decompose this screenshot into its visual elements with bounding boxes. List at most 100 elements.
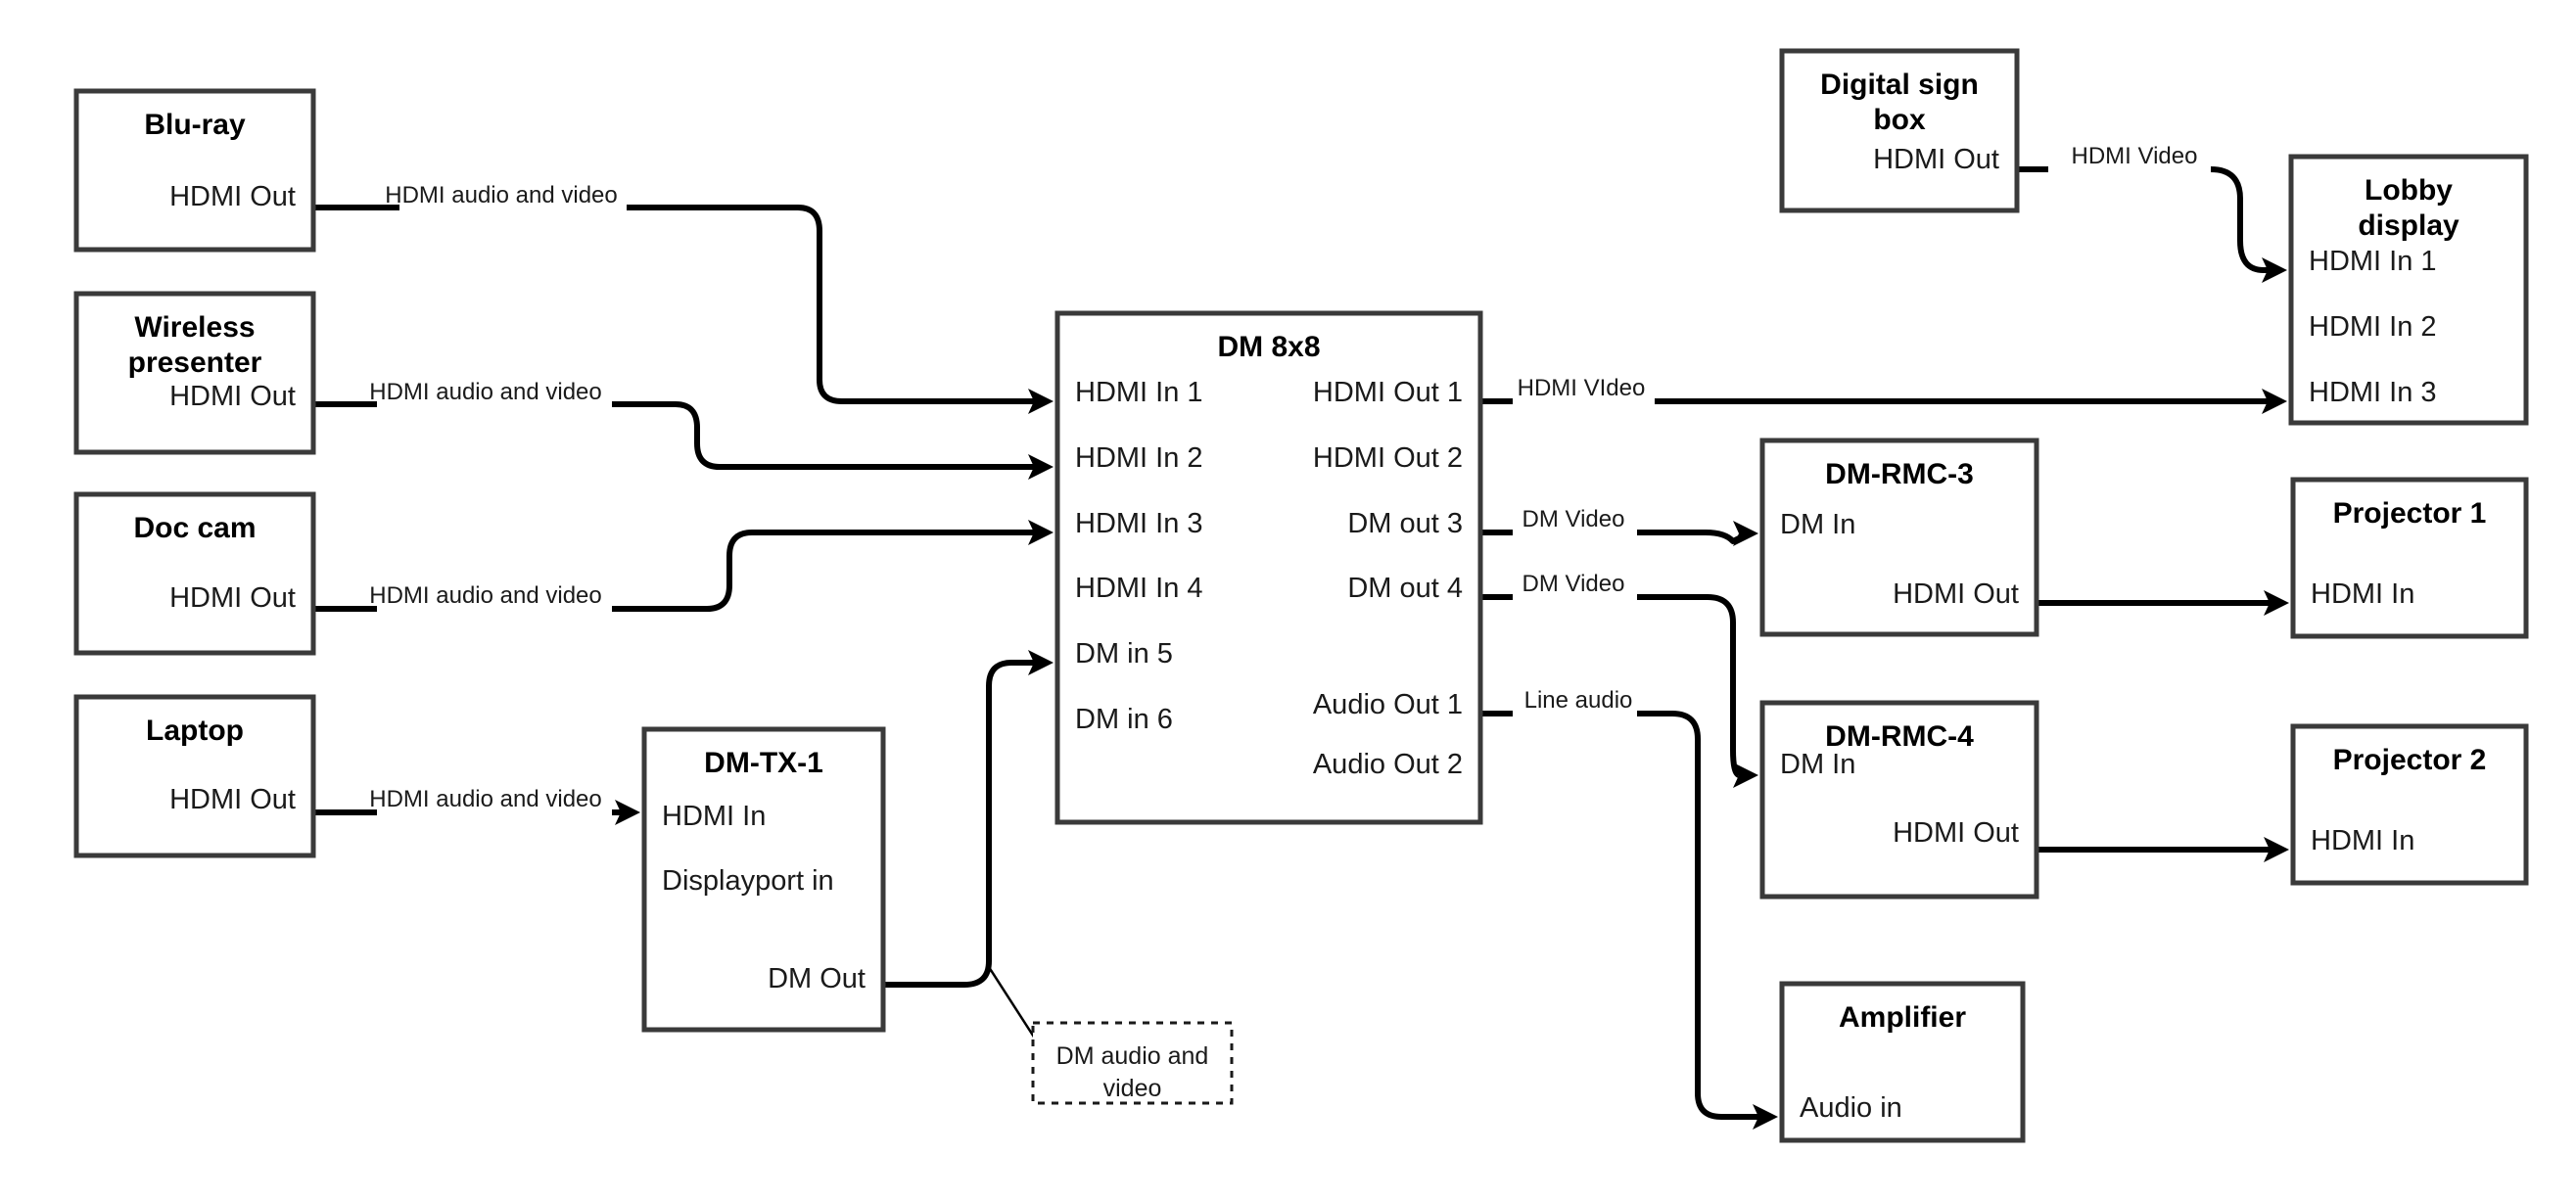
link-wireless-to-hdmi-in-2 [315,401,1054,480]
port-digitalsign-hdmi-out[interactable]: HDMI Out [1873,144,1999,175]
port-doccam-hdmi-out[interactable]: HDMI Out [169,582,296,614]
link-label-dm-out-4-to-rmc4-dm-in: DM Video [1522,571,1625,597]
node-title-laptop: Laptop [146,715,244,747]
wire-path [1482,711,1768,1120]
port-rmc3-hdmi-out[interactable]: HDMI Out [1893,578,2019,610]
node-box-digitalsign[interactable] [1779,48,2020,213]
port-dm8x8-dm-in-5[interactable]: DM in 5 [1075,638,1173,670]
node-title-dmtx1: DM-TX-1 [704,747,823,779]
link-label-bluray-to-hdmi-in-1: HDMI audio and video [385,182,617,208]
node-title-wireless: presenter [128,346,262,379]
wire-path [885,660,1044,988]
node-box-laptop[interactable] [73,694,316,858]
node-rmc4[interactable]: DM-RMC-4DM In HDMI Out [1759,700,2039,900]
port-lobby-hdmi-in-3[interactable]: HDMI In 3 [2309,377,2437,408]
link-hdmi-out-1-to-lobby-hdmi-in-3 [1482,389,2287,414]
port-dm8x8-hdmi-in-2[interactable]: HDMI In 2 [1075,442,1203,474]
link-label-laptop-to-dmtx1-hdmi-in: HDMI audio and video [369,786,601,812]
node-box-projector2[interactable] [2290,723,2529,886]
node-box-rmc4[interactable] [1759,700,2039,900]
arrowhead-icon [2262,389,2287,414]
port-projector1-hdmi-in[interactable]: HDMI In [2311,578,2414,610]
arrowhead-icon [1028,389,1054,414]
port-wireless-hdmi-out[interactable]: HDMI Out [169,381,296,412]
wire-path [315,205,1044,404]
port-dm8x8-hdmi-in-1[interactable]: HDMI In 1 [1075,377,1203,408]
link-label-hdmi-out-1-to-lobby-hdmi-in-3: HDMI VIdeo [1518,375,1646,401]
port-dm8x8-dm-out-4[interactable]: DM out 4 [1347,573,1463,604]
arrowhead-icon [1028,454,1054,480]
port-dm8x8-audio-out-1[interactable]: Audio Out 1 [1313,689,1463,720]
port-dmtx1-displayport-in[interactable]: Displayport in [662,865,834,897]
node-box-doccam[interactable] [73,491,316,656]
link-dmtx1-to-dm-in-5 [885,650,1054,988]
port-dm8x8-hdmi-out-1[interactable]: HDMI Out 1 [1313,377,1463,408]
node-title-rmc4: DM-RMC-4 [1825,720,1974,753]
node-box-wireless[interactable] [73,291,316,455]
node-projector2[interactable]: Projector 2 HDMI In [2290,723,2529,886]
node-title-bluray: Blu-ray [144,109,246,141]
node-title-dm8x8: DM 8x8 [1217,331,1320,363]
link-laptop-to-dmtx1-hdmi-in [315,800,640,825]
callout-box [1031,1021,1234,1105]
wire-path [2019,166,2277,273]
node-box-amplifier[interactable] [1779,981,2026,1143]
node-title-digitalsign: box [1873,104,1926,136]
arrowhead-icon [2264,590,2289,616]
link-rmc4-to-projector2 [2038,837,2289,862]
port-lobby-hdmi-in-2[interactable]: HDMI In 2 [2309,311,2437,343]
port-dmtx1-dm-out[interactable]: DM Out [768,963,866,994]
port-dm8x8-dm-out-3[interactable]: DM out 3 [1347,508,1463,539]
port-dm8x8-hdmi-out-2[interactable]: HDMI Out 2 [1313,442,1463,474]
port-rmc4-dm-in[interactable]: DM In [1780,749,1855,780]
callout-text: video [1103,1075,1162,1102]
node-title-digitalsign: Digital sign [1820,69,1979,101]
arrowhead-icon [1753,1104,1778,1130]
port-dm8x8-audio-out-2[interactable]: Audio Out 2 [1313,749,1463,780]
link-label-dm-out-3-to-rmc3-dm-in: DM Video [1522,506,1625,532]
node-box-dmtx1[interactable] [641,726,886,1033]
arrowhead-icon [1028,650,1054,675]
port-rmc4-hdmi-out[interactable]: HDMI Out [1893,817,2019,849]
port-rmc3-dm-in[interactable]: DM In [1780,509,1855,540]
arrowhead-icon [2262,257,2287,283]
wire-path [315,530,1044,612]
node-title-projector2: Projector 2 [2333,744,2487,776]
node-box-projector1[interactable] [2290,477,2529,639]
link-label-wireless-to-hdmi-in-2: HDMI audio and video [369,379,601,405]
arrowhead-icon [1028,520,1054,545]
port-dm8x8-hdmi-in-4[interactable]: HDMI In 4 [1075,573,1203,604]
link-label-digitalsign-to-lobby-hdmi-in-1: HDMI Video [2072,143,2198,169]
port-lobby-hdmi-in-1[interactable]: HDMI In 1 [2309,246,2437,277]
link-label-audio-out-1-to-amplifier: Line audio [1524,687,1633,714]
node-title-doccam: Doc cam [133,512,256,544]
port-dm8x8-hdmi-in-3[interactable]: HDMI In 3 [1075,508,1203,539]
node-box-dm8x8[interactable] [1054,310,1483,825]
port-bluray-hdmi-out[interactable]: HDMI Out [169,181,296,212]
node-title-lobby: Lobby [2365,174,2453,207]
node-box-lobby[interactable] [2288,154,2529,426]
link-dm-out-4-to-rmc4-dm-in [1482,594,1758,788]
port-projector2-hdmi-in[interactable]: HDMI In [2311,825,2414,856]
port-amplifier-audio-in[interactable]: Audio in [1800,1092,1902,1124]
port-dmtx1-hdmi-in[interactable]: HDMI In [662,801,766,832]
port-laptop-hdmi-out[interactable]: HDMI Out [169,784,296,815]
port-dm8x8-dm-in-6[interactable]: DM in 6 [1075,704,1173,735]
node-box-rmc3[interactable] [1759,438,2039,637]
link-bluray-to-hdmi-in-1 [315,205,1054,414]
node-box-bluray[interactable] [73,88,316,253]
